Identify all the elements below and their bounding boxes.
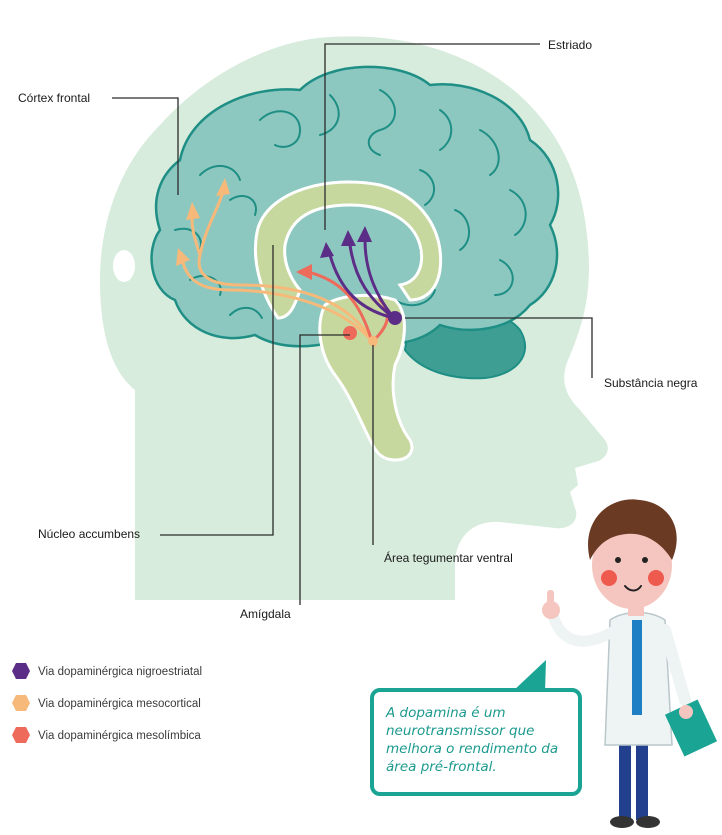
doctor-cheek-right	[648, 570, 664, 586]
doctor-shoe-left	[610, 816, 634, 828]
doctor-leg-right	[636, 740, 648, 820]
bubble-line-4: área pré-frontal.	[386, 759, 497, 775]
speech-bubble-tail	[512, 660, 546, 692]
legend-label-mesocortical: Via dopaminérgica mesocortical	[38, 698, 201, 710]
nigrostriatal-pathway	[328, 238, 396, 320]
amygdala-node	[343, 326, 357, 340]
doctor-eye-left	[615, 557, 621, 563]
legend-swatch-nigroestriatal	[12, 663, 30, 679]
legend: Via dopaminérgica nigroestriatal Via dop…	[12, 663, 202, 743]
legend-label-mesolimbica: Via dopaminérgica mesolímbica	[38, 730, 201, 742]
clipboard-icon	[664, 699, 718, 757]
mesocortical-arrowhead-1	[216, 178, 230, 196]
speech-bubble-box	[370, 688, 582, 796]
legend-swatch-mesolimbica	[12, 727, 30, 743]
doctor-hand-right	[679, 705, 693, 719]
brainstem	[318, 294, 414, 462]
legend-label-nigroestriatal: Via dopaminérgica nigroestriatal	[38, 666, 202, 678]
doctor-cheek-left	[601, 570, 617, 586]
leader-lines	[112, 43, 593, 605]
bubble-line-1: A dopamina é um	[385, 705, 506, 721]
nigrostriatal-arrowhead-2	[341, 230, 356, 246]
doctor-hair	[588, 499, 677, 560]
label-substancia-negra: Substância negra	[604, 376, 698, 390]
bubble-line-3: melhora o rendimento da	[386, 741, 558, 757]
label-estriado: Estriado	[548, 38, 592, 52]
brain-gyri	[174, 89, 527, 319]
nigrostriatal-arrowhead-3	[357, 226, 372, 242]
nigrostriatal-arrowhead-1	[320, 242, 334, 258]
doctor-arm-right	[659, 624, 691, 706]
doctor-hand-left	[542, 601, 560, 619]
corpus-callosum	[253, 180, 443, 320]
doctor-tie	[632, 620, 642, 715]
mesolimbic-arrowhead	[296, 264, 312, 280]
doctor-eye-right	[642, 557, 648, 563]
ear-shape	[113, 250, 135, 282]
vta-node	[368, 336, 378, 346]
doctor-smile	[624, 585, 642, 592]
substantia-nigra-node	[388, 311, 402, 325]
mesocortical-arrowhead-3	[176, 248, 190, 266]
doctor-illustration	[542, 499, 718, 828]
legend-swatch-mesocortical	[12, 695, 30, 711]
label-area-tegumentar: Área tegumentar ventral	[384, 550, 513, 565]
doctor-face	[592, 521, 672, 609]
doctor-leg-left	[619, 740, 631, 820]
speech-bubble: A dopamina é um neurotransmissor que mel…	[370, 660, 582, 796]
mesocortical-arrowhead-2	[186, 202, 200, 220]
doctor-finger	[547, 590, 554, 606]
label-nucleo-accumbens: Núcleo accumbens	[38, 527, 140, 541]
label-cortex-frontal: Córtex frontal	[18, 91, 90, 105]
doctor-arm-left	[547, 609, 618, 647]
label-amigdala: Amígdala	[240, 607, 291, 621]
doctor-shoe-right	[636, 816, 660, 828]
bubble-line-2: neurotransmissor que	[386, 723, 534, 739]
